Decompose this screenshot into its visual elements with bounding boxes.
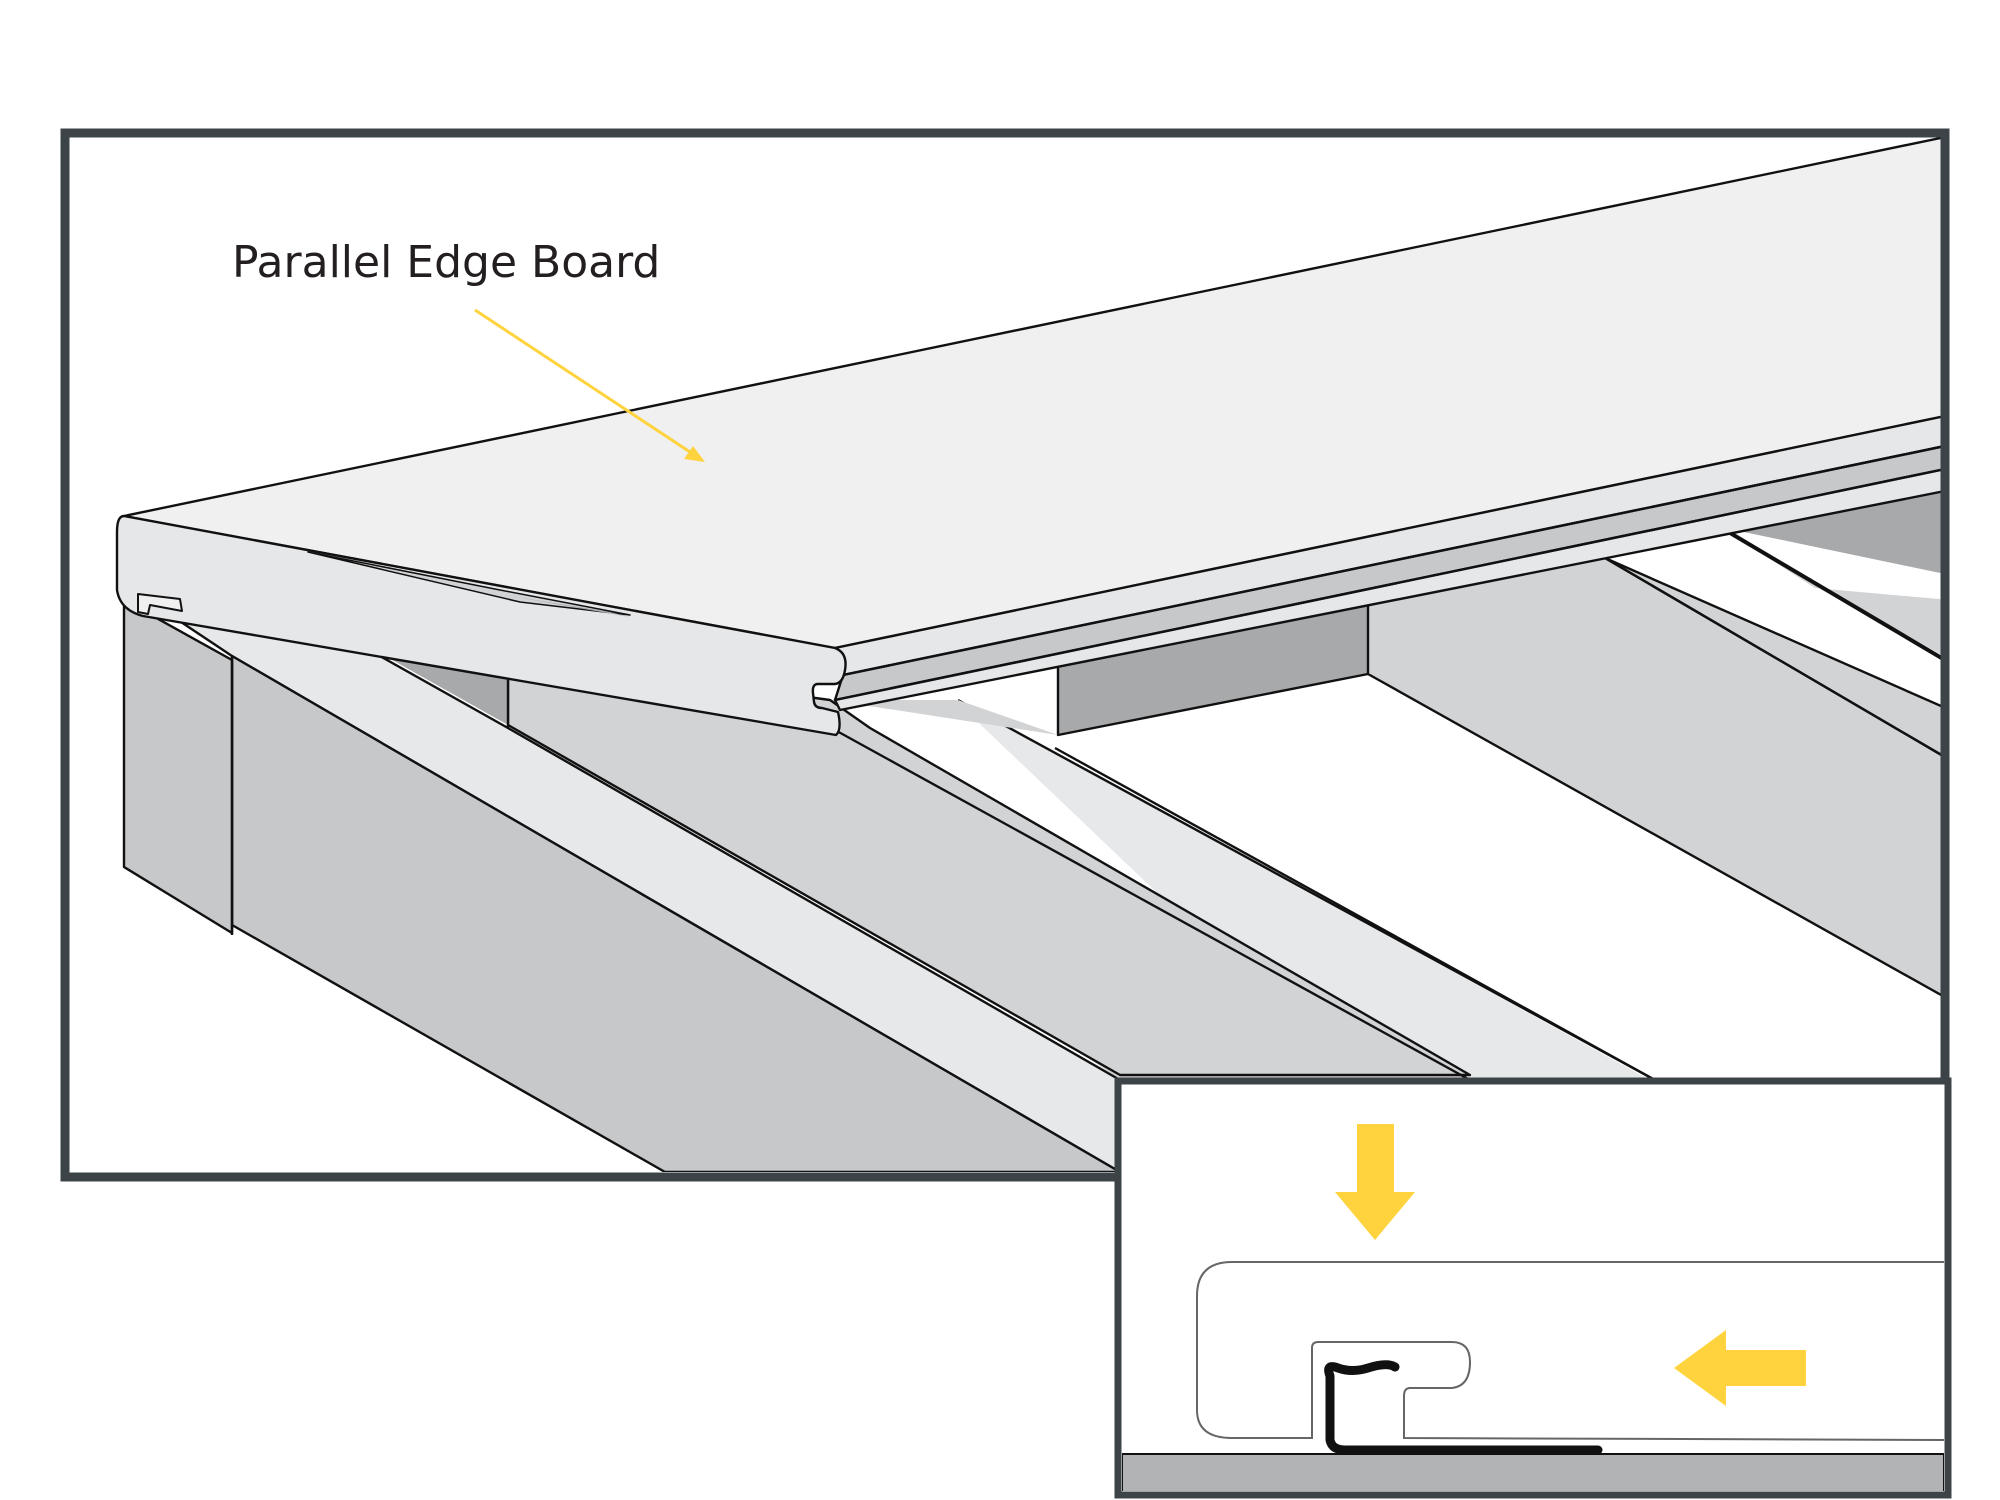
arrow-left-icon	[1674, 1330, 1806, 1406]
parallel-edge-board	[115, 136, 1942, 737]
joist-5	[1718, 486, 1942, 661]
main-frame	[60, 128, 1950, 1182]
inset-joist	[1122, 1453, 1944, 1491]
pointer-arrow	[474, 308, 705, 462]
joist-1	[122, 598, 1302, 1172]
board-label: Parallel Edge Board	[232, 237, 660, 288]
detail-inset	[1114, 1077, 1952, 1499]
clip-icon	[1324, 1360, 1603, 1455]
joist-back-top	[1604, 556, 1942, 757]
inset-board	[1196, 1261, 1944, 1441]
arrow-down-icon	[1335, 1124, 1415, 1240]
main-illustration: Parallel Edge Board	[60, 128, 1950, 1182]
